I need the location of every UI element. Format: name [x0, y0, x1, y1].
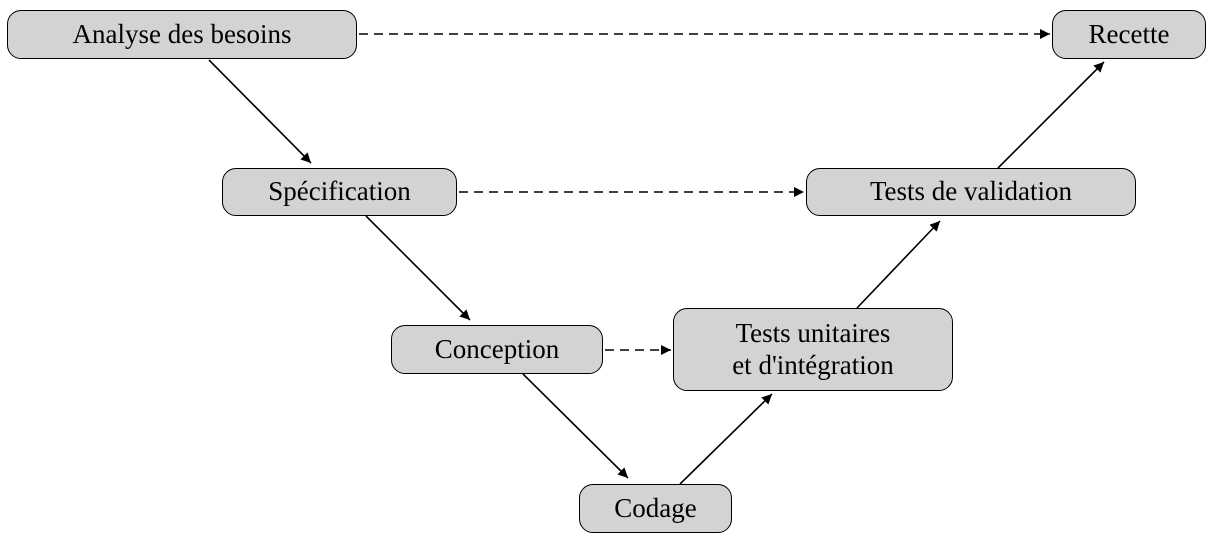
- node-analyse-des-besoins: Analyse des besoins: [7, 10, 357, 59]
- edge-codage-to-tests-unitaires: [679, 393, 773, 485]
- node-label: Recette: [1088, 18, 1170, 49]
- edge-analyse-to-specification: [208, 59, 312, 164]
- node-label: Codage: [614, 492, 697, 523]
- node-label: Conception: [434, 333, 560, 364]
- node-label-line-1: Tests unitaires: [735, 317, 891, 348]
- node-codage: Codage: [579, 484, 732, 533]
- node-tests-de-validation: Tests de validation: [806, 168, 1136, 216]
- node-label-line-2: et d'intégration: [732, 349, 894, 380]
- node-label: Spécification: [268, 176, 411, 207]
- node-label: Analyse des besoins: [72, 18, 292, 49]
- node-tests-unitaires-integration: Tests unitaires et d'intégration: [673, 308, 953, 391]
- edge-conception-to-codage: [522, 373, 629, 479]
- node-label: Tests de validation: [869, 176, 1073, 207]
- node-recette: Recette: [1052, 10, 1206, 59]
- node-specification: Spécification: [222, 168, 457, 216]
- edge-specification-to-conception: [365, 215, 471, 321]
- node-conception: Conception: [391, 325, 603, 374]
- edge-tests-unitaires-to-tests-validation: [856, 220, 941, 309]
- edge-tests-validation-to-recette: [997, 61, 1105, 169]
